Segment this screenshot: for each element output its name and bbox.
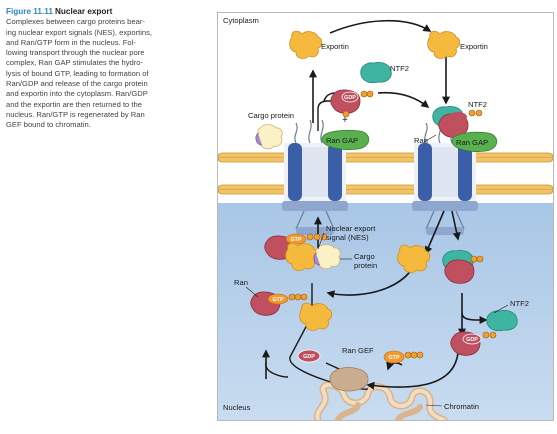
cargo-label-line2: protein [354, 261, 377, 270]
caption-line: Ran/GDP and release of the cargo protein [6, 79, 148, 89]
ntf2-right-top-label: NTF2 [468, 100, 487, 109]
ran-gef [329, 367, 369, 392]
caption-line: complex, Ran GAP stimulates the hydro- [6, 58, 144, 68]
ran-right-label: Ran [414, 136, 428, 145]
phosphate-plus: + [342, 115, 348, 126]
caption-line: ing nuclear export signals (NES), export… [6, 27, 153, 37]
caption-line: and exportin into the cytoplasm. Ran/GDP [6, 89, 148, 99]
caption-line: GEF bound to chromatin. [6, 120, 91, 130]
cargo-protein-top [255, 124, 283, 150]
nuclear-pore-left [282, 119, 348, 235]
exportin-left-label: Exportin [321, 42, 349, 51]
ran-gap-right [451, 131, 498, 152]
cargo-protein-top-label: Cargo protein [248, 111, 294, 120]
caption-line: and the exportin are then returned to th… [6, 99, 142, 109]
caption-line: Complexes between cargo proteins bear- [6, 17, 145, 27]
cytoplasm-label: Cytoplasm [223, 16, 259, 25]
caption-line: and Ran/GTP form in the nucleus. Fol- [6, 37, 136, 47]
cytoplasm-region [218, 13, 553, 203]
gdp-badge-cytoplasm: GDP [344, 95, 356, 101]
ran-left-label: Ran [234, 278, 248, 287]
gtp-badge-ran: GTP [272, 297, 283, 303]
ran-gap-left [321, 129, 370, 150]
ran-gap-left-label: Ran GAP [326, 136, 358, 145]
export-complex-nucleus [264, 233, 341, 271]
ntf2-nucleus-free [486, 309, 518, 332]
gtp-badge-free: GTP [388, 355, 399, 361]
gtp-free [383, 350, 424, 364]
phosphate [342, 110, 350, 118]
figure-number: Figure 11.11 [6, 7, 53, 16]
cargo-label-line1: Cargo [354, 252, 375, 261]
gtp-badge-complex: GTP [290, 237, 301, 243]
ntf2-right-bottom-label: NTF2 [510, 299, 529, 308]
ran-gap-right-label: Ran GAP [456, 138, 488, 147]
nuclear-export-diagram: Cytoplasm Nucleus Exportin Exportin NTF2… [217, 12, 554, 421]
gdp-badge-free: GDP [303, 354, 315, 360]
caption-body: Complexes between cargo proteins bear- i… [6, 17, 210, 130]
gdp-free [297, 349, 321, 363]
caption-line: lowing transport through the nuclear por… [6, 48, 145, 58]
nes-label-line1: Nuclear export [326, 224, 376, 233]
ran-gef-label: Ran GEF [342, 346, 374, 355]
chromatin-label: Chromatin [444, 402, 479, 411]
gdp-badge-nucleus: GDP [466, 337, 478, 343]
figure-caption: Figure 11.11 Nuclear export Complexes be… [6, 7, 210, 131]
nucleus-label: Nucleus [223, 403, 251, 412]
ran-gdp-cytoplasm-left [330, 89, 374, 114]
figure-title: Nuclear export [55, 7, 113, 16]
ran-gdp-nucleus-right [450, 331, 497, 356]
diagram-canvas: Cytoplasm Nucleus Exportin Exportin NTF2… [218, 13, 553, 420]
nes-label-line2: signal (NES) [326, 233, 369, 242]
ran-ntf2-complex-right [432, 105, 483, 138]
exportin-right-label: Exportin [460, 42, 488, 51]
ntf2-top-label: NTF2 [390, 64, 409, 73]
ntf2-top [360, 61, 392, 84]
leader-lines [245, 134, 509, 407]
caption-line: nucleus. Ran/GTP is regenerated by Ran [6, 109, 145, 119]
ran-ntf2-nucleus [442, 249, 484, 284]
ran-gtp-left [250, 291, 308, 316]
caption-line: lysis of bound GTP, leading to formation… [6, 68, 149, 78]
